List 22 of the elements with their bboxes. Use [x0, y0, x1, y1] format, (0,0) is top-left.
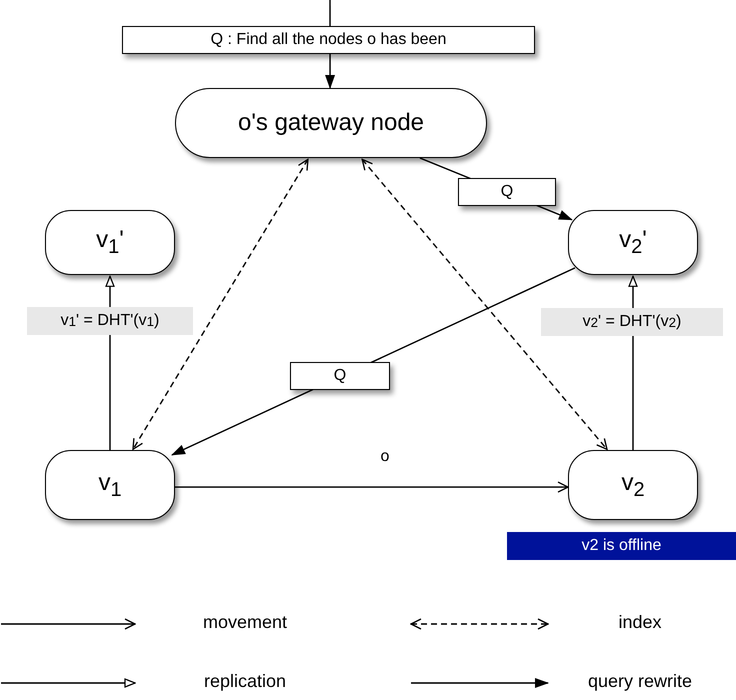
- legend-label: index: [618, 612, 662, 633]
- dashed-arrow: [362, 158, 608, 450]
- edge-label: Q: [290, 362, 390, 390]
- peer-node: [568, 450, 698, 520]
- node-label: o's gateway node: [238, 109, 424, 137]
- node-label: v2 is offline: [582, 537, 662, 555]
- node-label: v$_{1}$': [96, 226, 124, 259]
- node-label: v$_{2}$: [621, 468, 645, 502]
- node-label: v$_{1}$: [98, 468, 122, 502]
- arrow: [175, 481, 569, 493]
- node-label: v$_{2}$': [619, 226, 647, 259]
- status-banner: [507, 532, 736, 560]
- edge-label: Q: [458, 178, 556, 206]
- legend-label: query rewrite: [588, 671, 692, 692]
- legend-label: replication: [204, 671, 286, 692]
- peer-node: [45, 450, 175, 520]
- legend-label: movement: [202, 612, 288, 633]
- replica-node: [568, 210, 698, 275]
- gateway-node: [175, 88, 487, 158]
- dashed-arrow: [132, 158, 309, 450]
- replica-node: [45, 210, 175, 275]
- edge-label: Q : Find all the nodes o has been: [122, 26, 535, 54]
